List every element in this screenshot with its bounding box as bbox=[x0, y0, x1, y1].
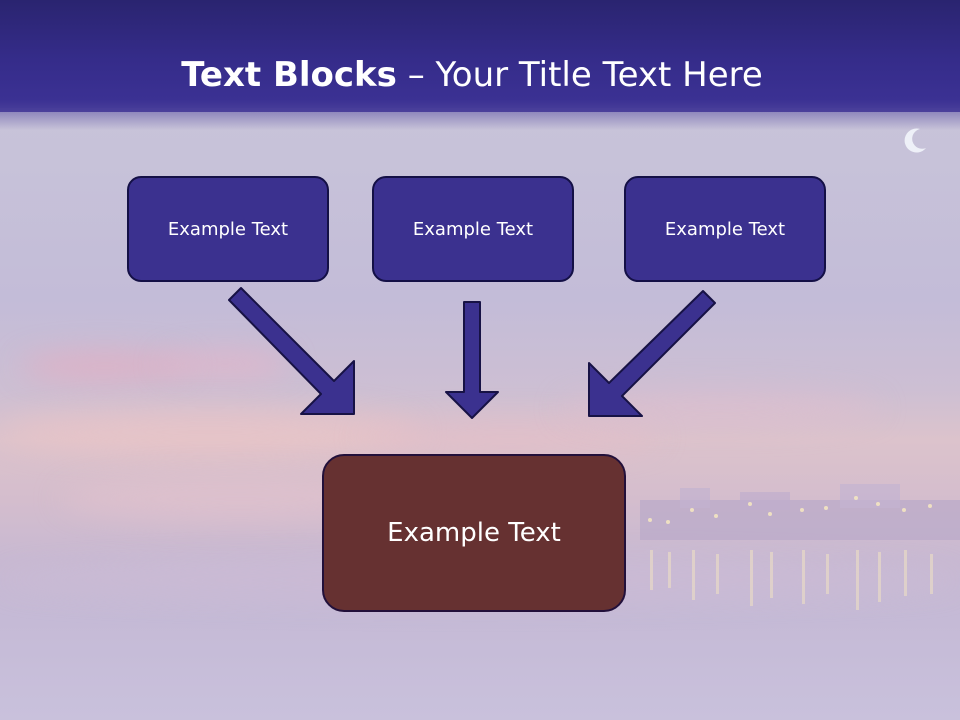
slide-title: Text Blocks – Your Title Text Here bbox=[0, 52, 944, 98]
down-arrow-icon bbox=[445, 301, 499, 419]
text-block-right[interactable]: Example Text bbox=[624, 176, 826, 282]
slide-title-rest: Your Title Text Here bbox=[435, 55, 763, 95]
text-block-right-label: Example Text bbox=[664, 218, 786, 240]
down-left-arrow-icon bbox=[588, 290, 716, 417]
text-block-main-label: Example Text bbox=[387, 518, 561, 548]
slide-title-dash: – bbox=[396, 55, 436, 95]
background-cloud bbox=[360, 420, 660, 454]
down-right-arrow-icon bbox=[228, 287, 355, 415]
background-cloud bbox=[0, 408, 420, 456]
background-cloud bbox=[160, 352, 290, 376]
crescent-moon-icon bbox=[904, 128, 926, 153]
text-block-left[interactable]: Example Text bbox=[127, 176, 329, 282]
slide-title-bold: Text Blocks bbox=[181, 55, 397, 95]
city-lights bbox=[640, 484, 960, 610]
text-block-center-label: Example Text bbox=[412, 218, 534, 240]
title-bar bbox=[0, 0, 960, 112]
text-block-center[interactable]: Example Text bbox=[372, 176, 574, 282]
text-block-main[interactable]: Example Text bbox=[322, 454, 626, 612]
text-block-left-label: Example Text bbox=[167, 218, 289, 240]
title-bar-fade bbox=[0, 108, 960, 130]
